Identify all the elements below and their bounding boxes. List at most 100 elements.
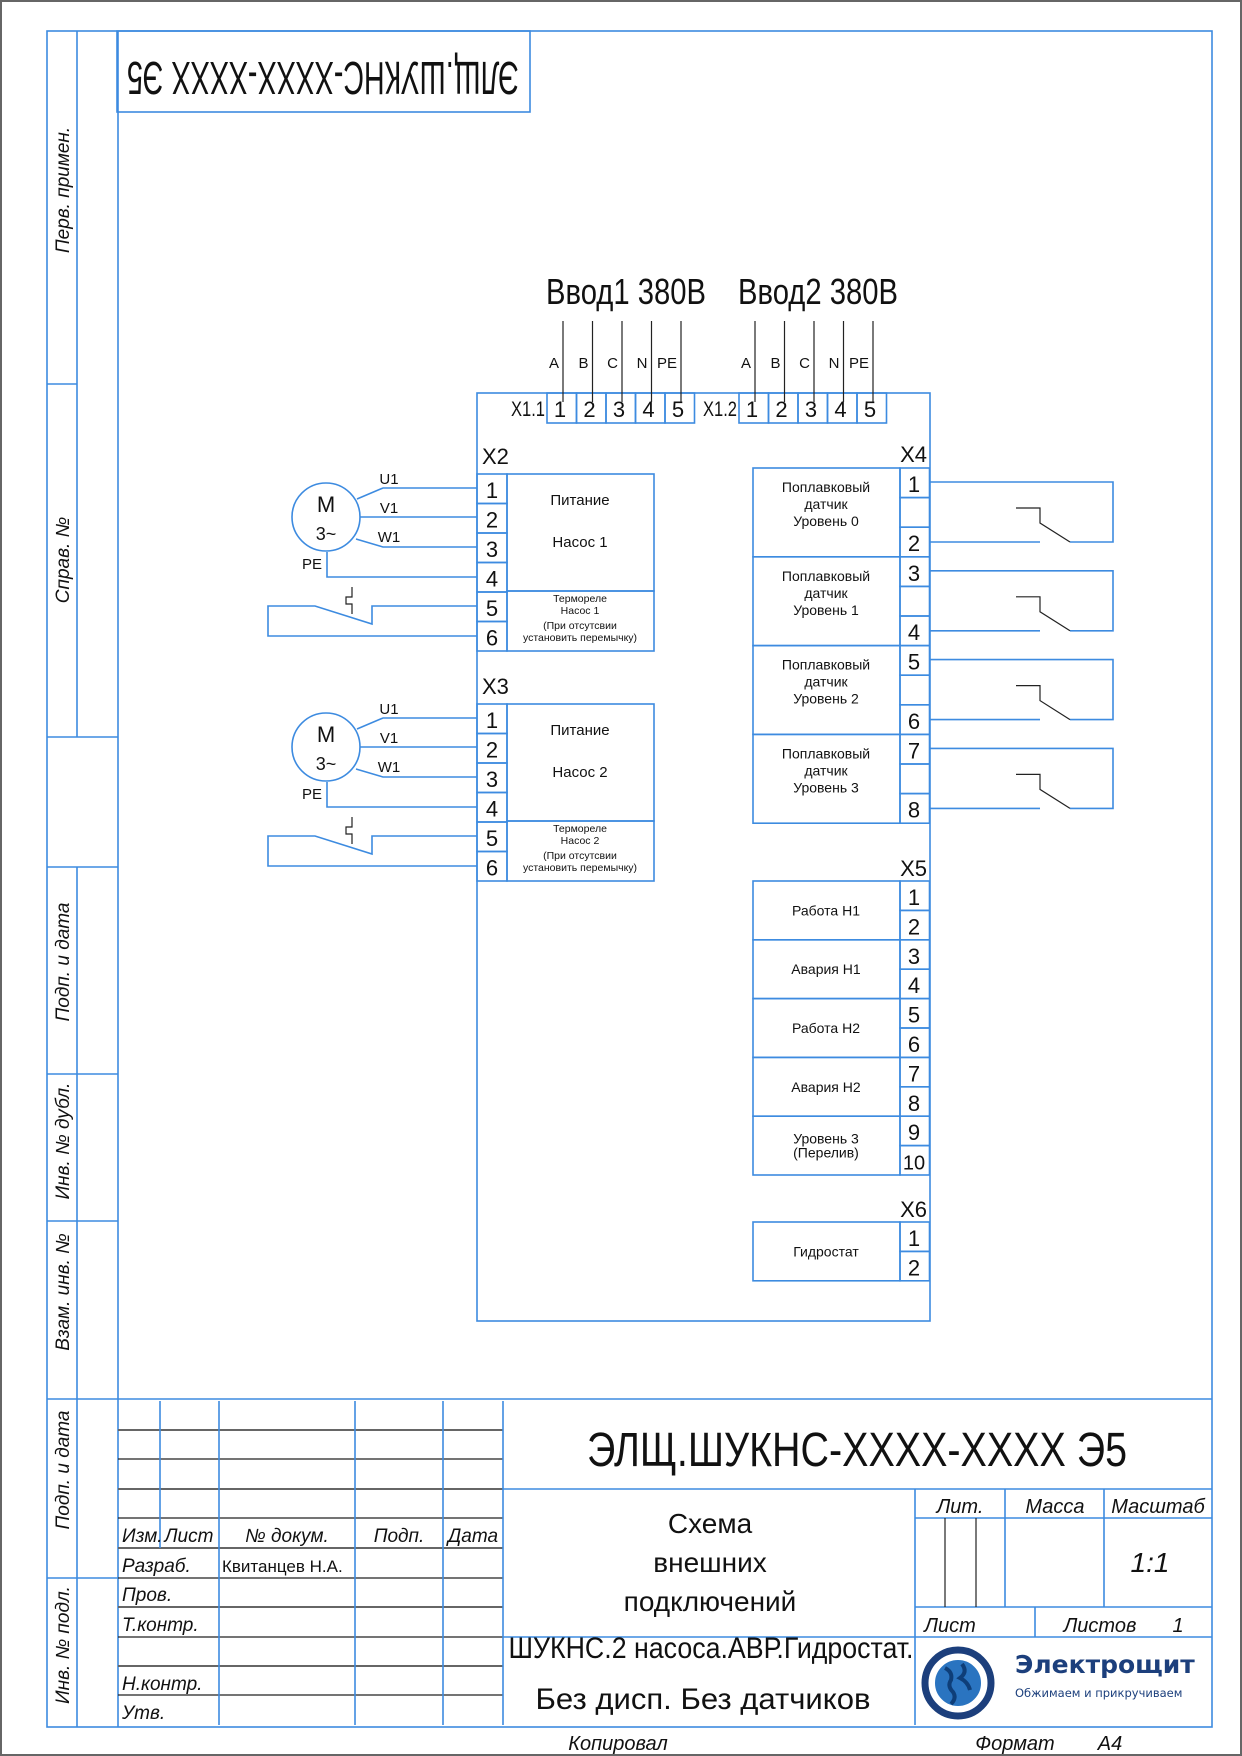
phase-label: C: [607, 355, 618, 372]
terminal: [899, 792, 931, 824]
sensor-label: Уровень 0: [793, 513, 859, 529]
terminal: [899, 763, 931, 795]
side-label: Взам. инв. №: [53, 1233, 74, 1351]
side-label: Подп. и дата: [53, 1411, 74, 1530]
terminal-number: 2: [908, 1255, 920, 1280]
terminal-number: 6: [486, 626, 498, 651]
header-doc-no: № докум.: [245, 1526, 329, 1547]
float-switch-icon: [1016, 507, 1071, 543]
inner-frame: [46, 30, 1213, 1728]
sheets-label: Листов: [1062, 1615, 1137, 1637]
sensor-label: Поплавковый: [782, 657, 870, 673]
float-switch-loop: [930, 658, 1114, 721]
logo-bolt-icon: [978, 1703, 984, 1709]
sensor-label: датчик: [804, 762, 848, 778]
sensor-label: Поплавковый: [782, 479, 870, 495]
terminal-number: 3: [613, 397, 625, 422]
terminal-number: 2: [486, 738, 498, 763]
logo-bolt-icon: [978, 1657, 984, 1663]
pe-label: PE: [302, 786, 322, 803]
scale-label: Масштаб: [1111, 1496, 1205, 1518]
logo-bolt-icon: [932, 1703, 938, 1709]
relay-label-box: [506, 820, 655, 882]
input-title: Ввод2 380В: [738, 271, 898, 312]
relay-label: установить перемычку): [523, 632, 637, 644]
thermal-relay-loop: [267, 835, 477, 867]
wire-label: V1: [380, 730, 398, 747]
terminal-number: 1: [486, 478, 498, 503]
rotated-stamp-code: ЭЛЩ.ШУКНС-XXXX-XXXX Э5: [127, 52, 519, 104]
document-title: Схема: [668, 1508, 753, 1539]
wire-label: U1: [379, 701, 398, 718]
logo-bolt-icon: [922, 1680, 928, 1686]
terminal-number: 1: [554, 397, 566, 422]
terminal-number: 2: [908, 531, 920, 556]
motor-wires: [326, 717, 477, 808]
phase-label: C: [799, 355, 810, 372]
float-switch-loop: [930, 481, 1114, 543]
wire-label: U1: [379, 471, 398, 488]
header-date: Дата: [446, 1526, 498, 1547]
terminal-number: 3: [486, 767, 498, 792]
relay-label: Насос 2: [561, 835, 600, 847]
terminal: [899, 1144, 931, 1176]
logo-bolt-icon: [955, 1713, 961, 1719]
header-sign: Подп.: [374, 1526, 425, 1547]
document-title: внешних: [653, 1547, 766, 1578]
scale-value: 1:1: [1131, 1547, 1170, 1578]
relay-label: (При отсутсвии: [543, 850, 617, 862]
motor-symbol: M: [317, 492, 335, 517]
terminal-number: 3: [908, 944, 920, 969]
float-switch-icon: [1016, 596, 1071, 632]
lit-grid: [914, 1489, 1212, 1725]
power-label: Питание: [550, 722, 609, 739]
terminal-number: 6: [486, 856, 498, 881]
terminal-number: 4: [486, 567, 498, 592]
phase-label: B: [578, 355, 588, 372]
terminal-number: 7: [908, 1061, 920, 1086]
connector-label: X5: [900, 856, 927, 881]
terminal-number: 4: [908, 620, 920, 645]
terminal-number: 1: [746, 397, 758, 422]
side-label: Инв. № подл.: [53, 1586, 74, 1704]
terminal-number: 2: [486, 508, 498, 533]
wire-label: V1: [380, 500, 398, 517]
terminal: [899, 1250, 931, 1282]
terminal-number: 4: [834, 397, 846, 422]
connector-label: X1.1: [511, 398, 545, 421]
terminal-number: 8: [908, 1091, 920, 1116]
terminal-number: 2: [908, 914, 920, 939]
terminal-number: 7: [908, 738, 920, 763]
terminal: [899, 496, 931, 529]
logo-slogan: Обжимаем и прикручиваем: [1015, 1686, 1182, 1700]
float-switch-loop: [930, 747, 1114, 810]
globe-continents-icon: [944, 1662, 972, 1706]
terminal-number: 3: [908, 561, 920, 586]
terminal-number: 4: [486, 797, 498, 822]
connector-label: X2: [482, 444, 509, 469]
sensor-label: Уровень 3: [793, 779, 859, 795]
connector-label: X4: [900, 442, 927, 467]
copied-label: Копировал: [568, 1733, 667, 1755]
float-switch-icon: [1016, 685, 1071, 721]
connector-label: X6: [900, 1197, 927, 1222]
signal-label: (Перелив): [793, 1145, 859, 1161]
signal-label: Уровень 3: [793, 1131, 859, 1147]
relay-label: (При отсутсвии: [543, 620, 617, 632]
terminal-number: 2: [583, 397, 595, 422]
role-label: Н.контр.: [122, 1674, 202, 1695]
terminal-number: 5: [486, 596, 498, 621]
terminal-number: 10: [903, 1153, 925, 1175]
signal-label: Работа Н1: [792, 902, 860, 918]
power-label: Насос 1: [552, 534, 607, 551]
side-label: Подп. и дата: [53, 903, 74, 1022]
